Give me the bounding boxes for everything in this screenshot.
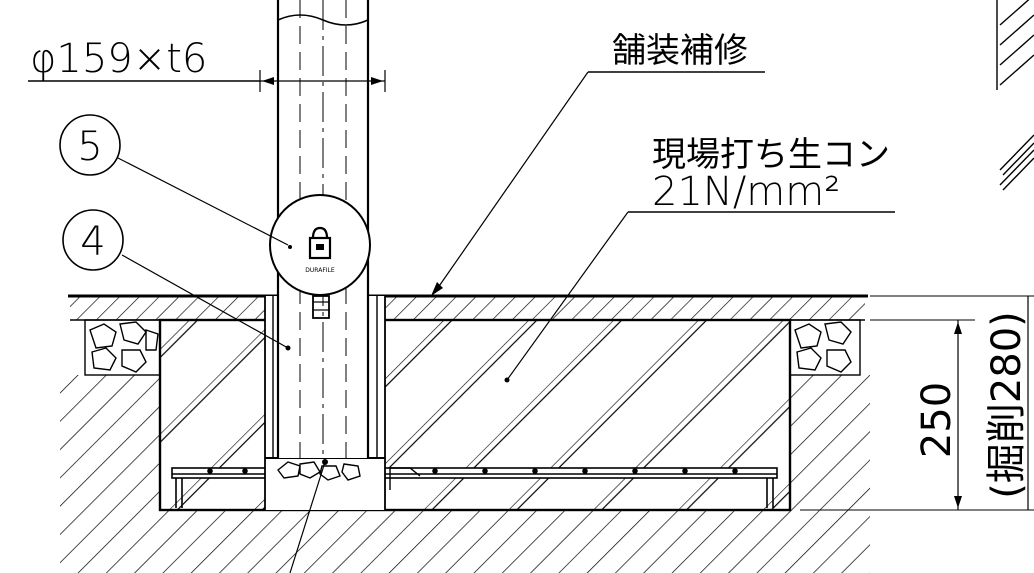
callout-4: 4 xyxy=(62,209,291,351)
concrete-name-label: 現場打ち生コン xyxy=(652,135,890,175)
pavement-layer xyxy=(68,294,868,321)
depth-dimension: 250 xyxy=(800,319,1034,511)
gravel-callout-leader xyxy=(289,459,328,573)
callout-4-number: 4 xyxy=(80,219,105,265)
gravel-right xyxy=(789,319,861,376)
callout-5-number: 5 xyxy=(77,124,102,170)
pavement-repair-label: 舗装補修 xyxy=(612,31,748,71)
callout-5: 5 xyxy=(59,114,289,246)
concrete-callout: 現場打ち生コン 21N/mm² xyxy=(504,135,895,383)
legend-hatch-samples xyxy=(996,0,1034,191)
pavement-repair-callout: 舗装補修 xyxy=(431,31,765,296)
nameplate-text: DURAFILE xyxy=(305,267,335,274)
gravel-left xyxy=(84,319,161,376)
depth-label: 250 xyxy=(914,382,960,458)
concrete-strength-label: 21N/mm² xyxy=(652,169,840,215)
excavation-label: (掘削280) xyxy=(984,311,1030,499)
lock-assembly: DURAFILE xyxy=(269,194,371,319)
pipe-dimension: φ159×t6 xyxy=(28,36,386,92)
soil-hatch xyxy=(60,375,870,573)
concrete-block xyxy=(158,318,792,512)
pipe-spec-label: φ159×t6 xyxy=(30,36,207,82)
excavation-dimension: (掘削280) xyxy=(870,295,1034,510)
